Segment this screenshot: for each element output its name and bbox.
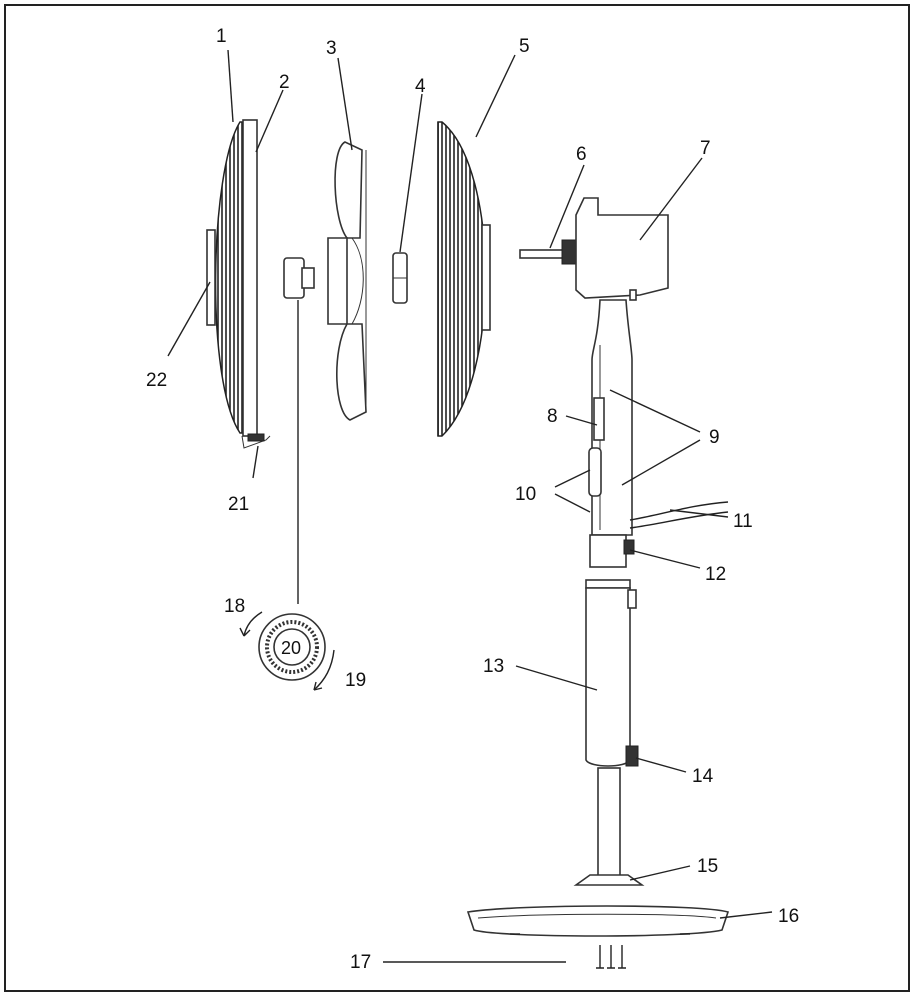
motor-housing [519, 197, 669, 301]
label-9: 9 [709, 427, 720, 448]
label-14: 14 [692, 766, 714, 787]
label-11: 11 [733, 511, 753, 532]
label-16: 16 [778, 906, 799, 927]
label-20: 20 [281, 638, 301, 658]
label-1: 1 [216, 26, 227, 47]
label-10: 10 [515, 484, 536, 505]
label-5: 5 [519, 36, 530, 57]
leader-lines [167, 49, 773, 963]
lower-column [585, 579, 639, 879]
label-3: 3 [326, 38, 337, 59]
base-screws [596, 945, 626, 969]
base-plate [466, 905, 730, 937]
base-collar [573, 874, 645, 886]
upper-column [588, 299, 633, 536]
label-2: 2 [279, 72, 290, 93]
spinner-cap [283, 257, 315, 299]
fan-blade [327, 141, 367, 421]
column-collar [589, 534, 635, 568]
rear-grille [206, 119, 271, 449]
hub-nut [392, 252, 408, 304]
label-17: 17 [350, 952, 371, 973]
label-6: 6 [576, 144, 587, 165]
label-13: 13 [483, 656, 504, 677]
label-8: 8 [547, 406, 558, 427]
label-18: 18 [224, 596, 245, 617]
spinner-dial [239, 300, 335, 691]
front-grille [437, 121, 491, 437]
label-15: 15 [697, 856, 718, 877]
label-21: 21 [228, 494, 249, 515]
label-22: 22 [146, 370, 167, 391]
callout-labels: 1 2 3 4 5 6 7 8 9 10 11 12 13 14 15 16 1… [146, 26, 799, 973]
label-7: 7 [700, 138, 711, 159]
label-19: 19 [345, 670, 366, 691]
label-12: 12 [705, 564, 726, 585]
label-4: 4 [415, 76, 426, 97]
